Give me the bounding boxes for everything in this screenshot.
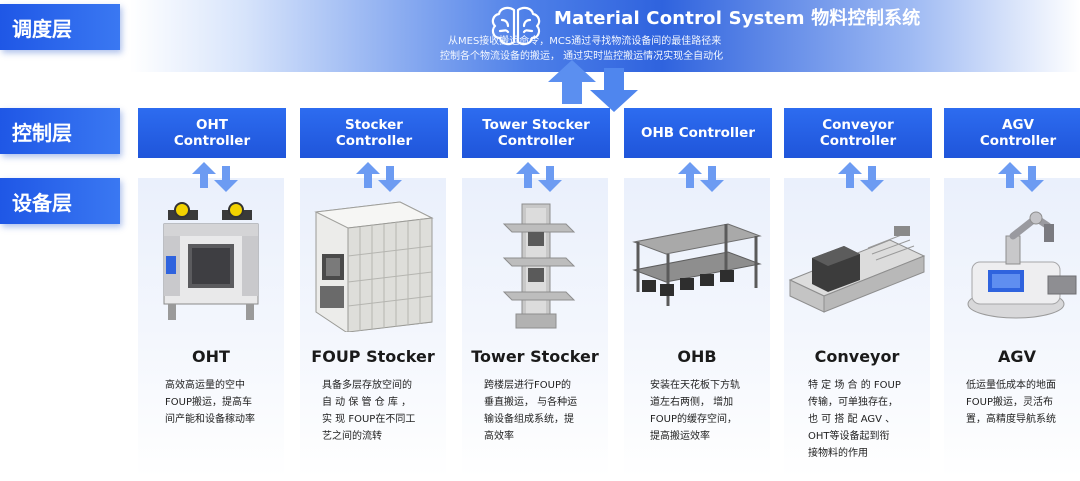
- device-desc-stocker: 具备多层存放空间的 自 动 保 管 仓 库 ， 实 现 FOUP在不同工 艺之间…: [322, 377, 415, 445]
- desc-line: 输设备组成系统，提: [484, 414, 574, 425]
- desc-line: FOUP搬运，提高车: [165, 397, 252, 408]
- bidirectional-arrows-icon: [998, 162, 1044, 192]
- mcs-banner: Material Control System 物料控制系统 从MES接收搬运命…: [130, 0, 1080, 72]
- device-name-stocker: FOUP Stocker: [311, 347, 435, 366]
- mcs-description-line-1: 从MES接收搬运命令，MCS通过寻找物流设备间的最佳路径来: [448, 36, 722, 47]
- desc-line: 跨楼层进行FOUP的: [484, 380, 571, 391]
- bidirectional-arrows-icon: [516, 162, 562, 192]
- bidirectional-arrows-icon: [838, 162, 884, 192]
- bidirectional-arrows-icon: [356, 162, 402, 192]
- desc-line: OHT等设备起到衔: [808, 431, 890, 442]
- device-name-conveyor: Conveyor: [814, 347, 900, 366]
- desc-line: 安装在天花板下方轨: [650, 380, 740, 391]
- foup-stocker-image: [314, 201, 434, 332]
- brain-icon: [491, 6, 541, 46]
- device-desc-tower-stocker: 跨楼层进行FOUP的 垂直搬运， 与各种运 输设备组成系统，提 高效率: [484, 377, 577, 445]
- desc-line: 低运量低成本的地面: [966, 380, 1056, 391]
- desc-line: FOUP搬运，灵活布: [966, 397, 1053, 408]
- desc-line: 间产能和设备稼动率: [165, 414, 255, 425]
- controller-tower-stocker: Tower Stocker Controller: [462, 108, 610, 158]
- desc-line: 传输，可单独存在，: [808, 397, 898, 408]
- device-name-ohb: OHB: [677, 347, 717, 366]
- bidirectional-arrows-icon: [548, 60, 638, 112]
- layer-tag-control: 控制层: [0, 108, 120, 154]
- mcs-title: Material Control System 物料控制系统: [554, 8, 921, 29]
- desc-line: FOUP的缓存空间，: [650, 414, 737, 425]
- desc-line: 道左右两侧， 增加: [650, 397, 734, 408]
- controller-label: Tower Stocker Controller: [482, 117, 590, 149]
- desc-line: 接物料的作用: [808, 448, 868, 459]
- layer-tag-label: 控制层: [12, 120, 72, 145]
- layer-tag-label: 调度层: [12, 16, 72, 41]
- oht-vehicle-image: [163, 202, 259, 320]
- device-desc-conveyor: 特 定 场 合 的 FOUP 传输，可单独存在， 也 可 搭 配 AGV 、 O…: [808, 377, 901, 462]
- bidirectional-arrows-icon: [678, 162, 724, 192]
- device-name-agv: AGV: [998, 347, 1036, 366]
- desc-line: 提高搬运效率: [650, 431, 710, 442]
- desc-line: 实 现 FOUP在不同工: [322, 414, 416, 425]
- desc-line: 垂直搬运， 与各种运: [484, 397, 578, 408]
- device-name-tower-stocker: Tower Stocker: [471, 347, 599, 366]
- tower-stocker-image: [502, 203, 576, 329]
- controller-label: OHT Controller: [173, 117, 251, 149]
- agv-robot-image: [967, 211, 1077, 319]
- conveyor-image: [788, 226, 926, 313]
- desc-line: 高效率: [484, 431, 514, 442]
- device-desc-agv: 低运量低成本的地面 FOUP搬运，灵活布 置，高精度导航系统: [966, 377, 1056, 428]
- device-name-oht: OHT: [192, 347, 230, 366]
- column-agv-background: [944, 178, 1080, 478]
- controller-oht: OHT Controller: [138, 108, 286, 158]
- desc-line: 也 可 搭 配 AGV 、: [808, 414, 896, 425]
- mcs-description-line-2: 控制各个物流设备的搬运， 通过实时监控搬运情况实现全自动化: [440, 51, 724, 62]
- device-desc-ohb: 安装在天花板下方轨 道左右两侧， 增加 FOUP的缓存空间， 提高搬运效率: [650, 377, 740, 445]
- controller-label: OHB Controller: [640, 125, 755, 141]
- bidirectional-arrows-icon: [192, 162, 238, 192]
- controller-conveyor: Conveyor Controller: [784, 108, 932, 158]
- controller-agv: AGV Controller: [944, 108, 1080, 158]
- controller-label: Conveyor Controller: [819, 117, 897, 149]
- controller-stocker: Stocker Controller: [300, 108, 448, 158]
- device-desc-oht: 高效高运量的空中 FOUP搬运，提高车 间产能和设备稼动率: [165, 377, 255, 428]
- desc-line: 置，高精度导航系统: [966, 414, 1056, 425]
- desc-line: 艺之间的流转: [322, 431, 382, 442]
- controller-label: AGV Controller: [979, 117, 1057, 149]
- desc-line: 自 动 保 管 仓 库 ，: [322, 397, 412, 408]
- layer-tag-dispatch: 调度层: [0, 4, 120, 50]
- controller-label: Stocker Controller: [335, 117, 413, 149]
- desc-line: 高效高运量的空中: [165, 380, 245, 391]
- controller-ohb: OHB Controller: [624, 108, 772, 158]
- ohb-rack-image: [632, 223, 762, 306]
- layer-tag-label: 设备层: [12, 190, 72, 215]
- layer-tag-equipment: 设备层: [0, 178, 120, 224]
- column-ohb-background: [624, 178, 770, 478]
- desc-line: 具备多层存放空间的: [322, 380, 412, 391]
- desc-line: 特 定 场 合 的 FOUP: [808, 380, 901, 391]
